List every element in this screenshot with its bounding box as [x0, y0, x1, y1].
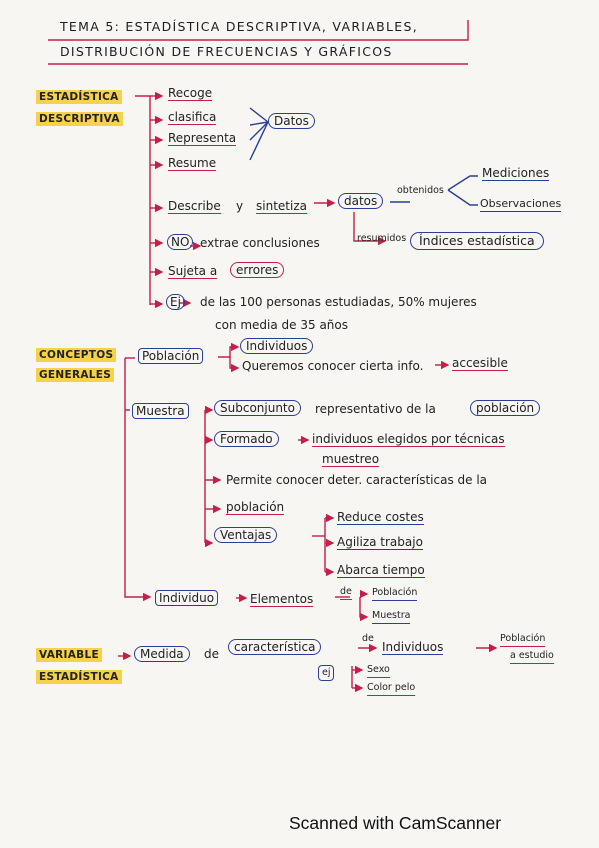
section-heading-variable: VARIABLE: [36, 648, 102, 662]
poblacion-estudio-2: a estudio: [510, 649, 554, 664]
no-circle: NO: [167, 234, 194, 250]
medida-oval: Medida: [134, 646, 190, 662]
ventaja-agiliza-trabajo: Agiliza trabajo: [337, 535, 423, 550]
scanner-footer: Scanned with CamScanner: [289, 813, 502, 833]
leaf-sexo: Sexo: [367, 663, 390, 678]
elementos: Elementos: [250, 592, 314, 607]
label-obtenidos: obtenidos: [397, 185, 444, 196]
muestreo: muestreo: [322, 452, 380, 467]
muestra-box: Muestra: [132, 403, 189, 419]
accesible: accesible: [452, 356, 508, 371]
section-heading-estadistica: ESTADÍSTICA: [36, 90, 122, 104]
verb-recoge: Recoge: [168, 86, 213, 101]
ventajas-oval: Ventajas: [214, 527, 278, 543]
poblacion-oval: población: [470, 400, 541, 416]
verb-sintetiza: sintetiza: [256, 199, 307, 214]
queremos-conocer: Queremos conocer cierta info.: [242, 359, 424, 373]
section-heading-estadistica-2: ESTADÍSTICA: [36, 670, 122, 684]
conj-y: y: [236, 199, 244, 213]
label-resumidos: resumidos: [357, 233, 407, 244]
ej-circle: Ej: [166, 294, 185, 310]
poblacion-estudio-1: Población: [500, 632, 546, 647]
representativo: representativo de la: [315, 402, 436, 416]
poblacion-box: Población: [138, 348, 204, 364]
extrae-conclusiones: extrae conclusiones: [200, 236, 320, 250]
ventaja-reduce-costes: Reduce costes: [337, 510, 424, 525]
ej-box: ej: [318, 665, 335, 681]
leaf-poblacion: Población: [372, 586, 418, 601]
permite-conocer: Permite conocer deter. características d…: [226, 473, 488, 487]
subconjunto-oval: Subconjunto: [214, 400, 301, 416]
verb-describe: Describe: [168, 199, 221, 214]
individuos-oval: Individuos: [240, 338, 314, 354]
section-heading-conceptos: CONCEPTOS: [36, 348, 117, 362]
title-line-2: DISTRIBUCIÓN DE FRECUENCIAS Y GRÁFICOS: [60, 44, 393, 59]
individuos-text: Individuos: [382, 640, 444, 655]
errores-oval: errores: [230, 262, 285, 278]
caracteristica-oval: característica: [228, 639, 322, 655]
example-line-1: de las 100 personas estudiadas, 50% muje…: [200, 295, 477, 309]
section-heading-descriptiva: DESCRIPTIVA: [36, 112, 123, 126]
leaf-color-pelo: Color pelo: [367, 681, 416, 696]
individuo-box: Individuo: [155, 590, 219, 606]
verb-resume: Resume: [168, 156, 217, 171]
datos-oval: Datos: [268, 113, 315, 129]
label-de: de: [340, 585, 352, 600]
indices-estadistica-box: Índices estadística: [410, 232, 544, 250]
leaf-observaciones: Observaciones: [480, 197, 562, 212]
poblacion-text: población: [226, 500, 285, 515]
ventaja-abarca-tiempo: Abarca tiempo: [337, 563, 425, 578]
label-de-2: de: [362, 633, 374, 644]
formado-oval: Formado: [214, 431, 279, 447]
verb-clasifica: clasifica: [168, 110, 217, 125]
section-heading-generales: GENERALES: [36, 368, 115, 382]
datos-oval-2: datos: [338, 193, 384, 209]
verb-representa: Representa: [168, 131, 237, 146]
example-line-2: con media de 35 años: [215, 318, 349, 332]
individuos-elegidos: individuos elegidos por técnicas: [312, 432, 505, 447]
leaf-mediciones: Mediciones: [482, 166, 550, 181]
de-text: de: [204, 647, 219, 661]
title-line-1: TEMA 5: ESTADÍSTICA DESCRIPTIVA, VARIABL…: [60, 19, 418, 34]
sujeta-a: Sujeta a: [168, 264, 218, 279]
leaf-muestra: Muestra: [372, 609, 411, 624]
